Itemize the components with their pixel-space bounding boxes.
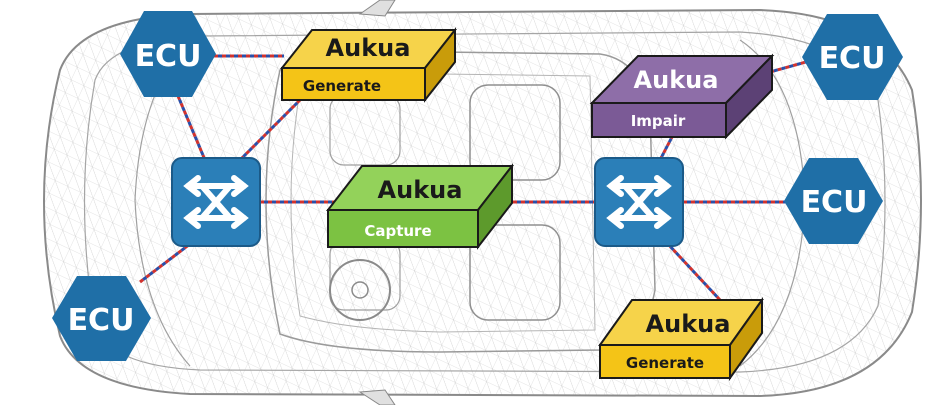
cable-switch-right-to-generate-bottom (666, 242, 722, 302)
switch-right (594, 157, 684, 247)
cable-impair-to-ecu-tr (769, 60, 807, 74)
ecu-hexagon (784, 158, 883, 244)
device-generate-bottom: Aukua Generate (598, 296, 764, 382)
ecu-node-top-left: ECU (120, 11, 216, 97)
device-brand: Aukua (326, 34, 411, 62)
device-function: Impair (631, 112, 686, 130)
cable-ecu-bl-to-switch-left (139, 242, 191, 284)
device-function: Capture (364, 222, 431, 240)
ecu-label: ECU (135, 39, 202, 74)
device-capture: Aukua Capture (325, 163, 515, 250)
cable-ecu-tl-to-switch-left (176, 95, 207, 161)
cables (139, 54, 807, 302)
device-brand: Aukua (378, 176, 463, 204)
cable-switch-right-to-impair (658, 136, 674, 161)
ecu-hexagon (802, 14, 903, 100)
ecu-node-middle-right: ECU (784, 158, 883, 244)
switch-left (171, 157, 261, 247)
network-switch-icon (183, 175, 249, 229)
device-function: Generate (626, 354, 704, 372)
cable-generate-to-switch-left (238, 98, 302, 162)
device-brand: Aukua (646, 310, 731, 338)
ecu-label: ECU (68, 303, 135, 338)
ecu-node-top-right: ECU (802, 14, 903, 100)
ecu-node-bottom-left: ECU (52, 276, 151, 361)
device-generate-top: Aukua Generate (279, 27, 458, 103)
device-impair: Aukua Impair (589, 53, 775, 140)
device-function: Generate (303, 77, 381, 95)
ecu-label: ECU (801, 185, 868, 220)
network-switch-icon (606, 175, 672, 229)
ecu-hexagon (52, 276, 151, 361)
ecu-label: ECU (819, 41, 886, 76)
ecu-hexagon (120, 11, 216, 97)
device-brand: Aukua (634, 66, 719, 94)
